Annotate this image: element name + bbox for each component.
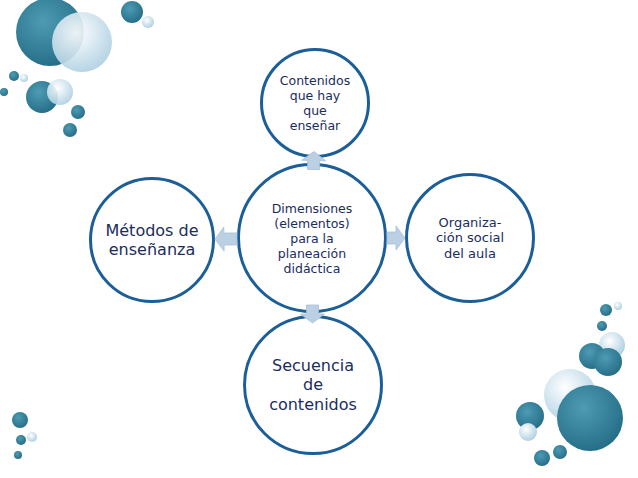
block-arrow: [387, 226, 405, 250]
bubbles-bottom-right: [516, 302, 625, 466]
sequence-circle: Secuencia de contenidos: [243, 315, 383, 455]
node-label: Métodos de enseñanza: [104, 221, 200, 259]
node-label: Organiza- ción social del aula: [428, 215, 512, 262]
node-label: Secuencia de contenidos: [260, 356, 366, 414]
bubbles-top-left: [0, 0, 154, 137]
block-arrow: [301, 305, 325, 323]
method-circle: Métodos de enseñanza: [89, 177, 215, 303]
content-circle: Contenidos que hay que enseñar: [260, 48, 370, 158]
central-circle: Dimensiones (elementos) para la planeaci…: [237, 163, 387, 313]
organization-circle: Organiza- ción social del aula: [405, 173, 535, 303]
node-label: Dimensiones (elementos) para la planeaci…: [264, 201, 360, 276]
block-arrow: [215, 227, 237, 251]
block-arrow: [302, 152, 326, 170]
bubbles-bottom-left: [12, 412, 37, 459]
node-label: Contenidos que hay que enseñar: [277, 73, 353, 133]
